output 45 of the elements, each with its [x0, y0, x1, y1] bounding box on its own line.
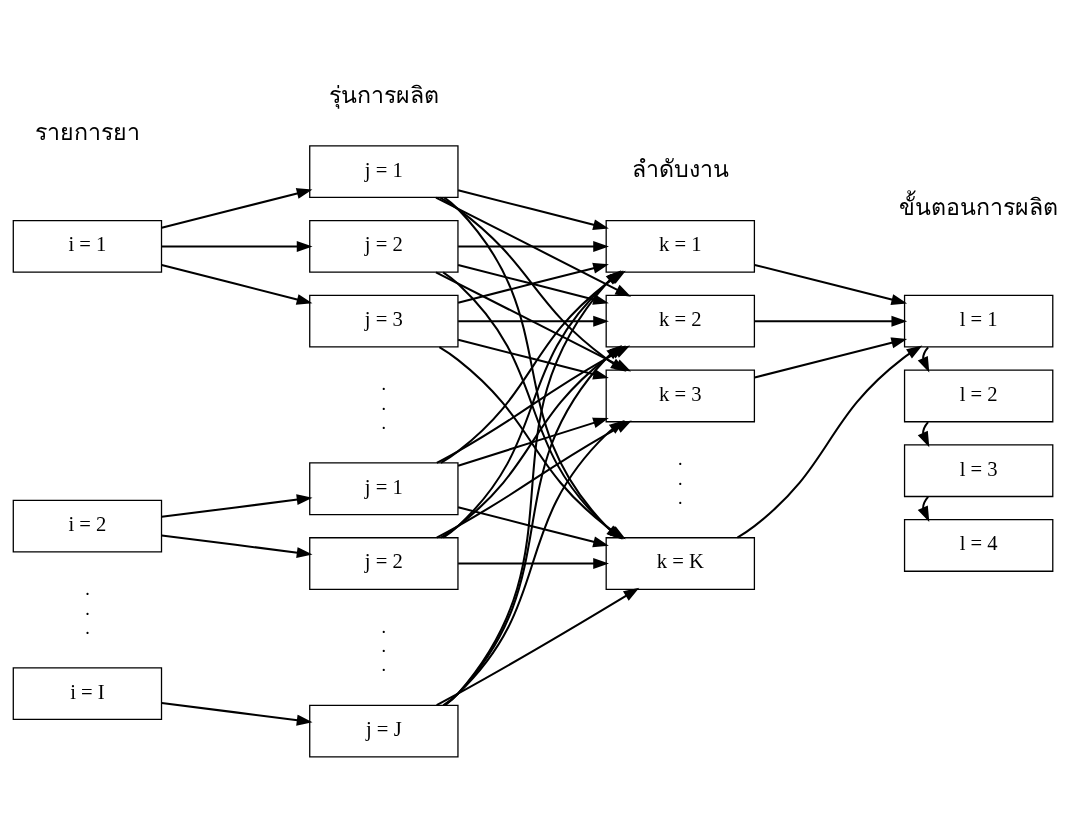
arrow [458, 240, 609, 252]
node-box: k = 3 [605, 369, 756, 423]
label: . . . [381, 374, 387, 434]
arrow [161, 534, 313, 559]
node-box: k = K [605, 537, 756, 590]
arrow [435, 196, 632, 297]
arrow [161, 701, 313, 726]
arrow [736, 345, 923, 539]
label: รุ่นการผลิต [328, 81, 439, 108]
label: รายการยา [34, 118, 140, 145]
arrow [458, 558, 609, 570]
node-box: j = 2 [309, 537, 459, 590]
arrow [917, 496, 930, 523]
arrow [161, 240, 313, 252]
node-box: j = 3 [309, 294, 459, 348]
arrow [436, 587, 640, 706]
node-box: k = 2 [605, 294, 756, 348]
node-box: j = 1 [309, 462, 459, 516]
node-box: j = 1 [309, 145, 459, 199]
arrow [457, 417, 609, 467]
node-box: l = 1 [903, 294, 1054, 348]
label: ลำดับงาน [631, 156, 729, 183]
arrow [161, 494, 313, 518]
arrow [754, 315, 908, 327]
arrow [754, 337, 908, 379]
label: . . . [85, 579, 90, 639]
arrow [754, 263, 908, 305]
arrow [161, 264, 313, 305]
arrow [458, 315, 609, 327]
node-box: i = 2 [12, 499, 163, 553]
node-box: j = 2 [309, 220, 459, 273]
arrow [457, 338, 609, 380]
node-box: l = 3 [903, 444, 1054, 498]
arrow [161, 188, 313, 229]
label: . . . [678, 449, 683, 508]
node-box: k = 1 [605, 220, 756, 273]
arrow [457, 189, 609, 231]
label: . . . [381, 616, 387, 676]
arrow [917, 421, 930, 448]
node-box: j = J [309, 704, 459, 758]
arrow [457, 506, 609, 548]
node-box: l = 4 [903, 519, 1054, 572]
node-box: i = I [12, 667, 163, 721]
node-box: i = 1 [12, 220, 163, 273]
node-box: l = 2 [903, 369, 1054, 423]
